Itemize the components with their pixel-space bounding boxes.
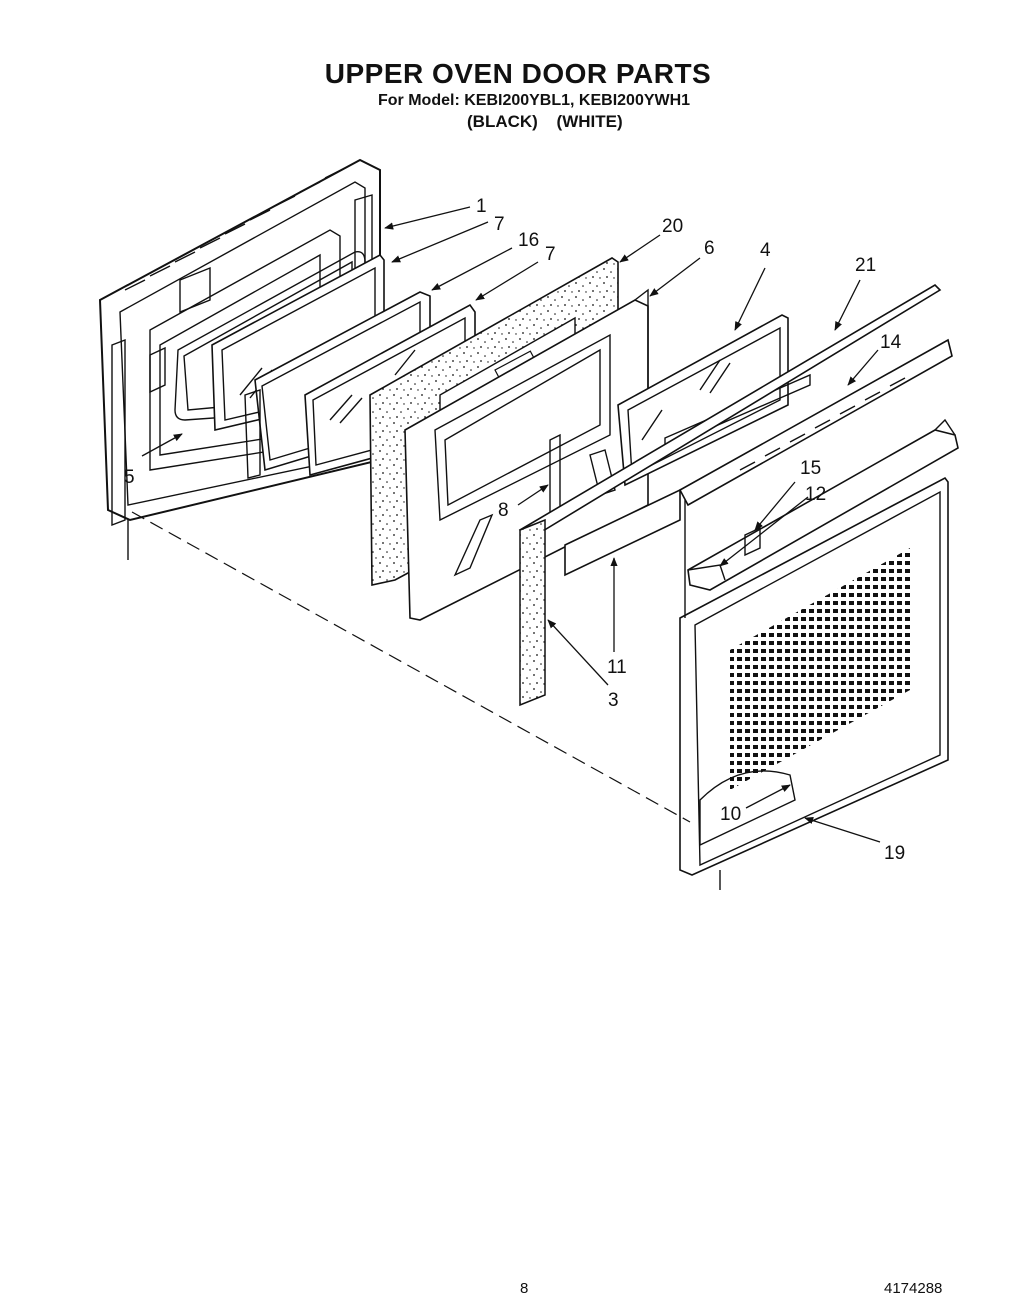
callout-1: 1 [476, 196, 487, 217]
callout-7a: 7 [494, 214, 505, 235]
callout-19: 19 [884, 843, 905, 864]
callout-7b: 7 [545, 244, 556, 265]
callout-4: 4 [760, 240, 771, 261]
callout-6: 6 [704, 238, 715, 259]
callout-11: 11 [607, 657, 627, 678]
callout-labels: 1 7 16 7 20 6 4 21 14 5 15 12 8 11 3 10 … [124, 196, 905, 864]
callout-20: 20 [662, 216, 683, 237]
document-number: 4174288 [884, 1280, 943, 1297]
color-variants: (BLACK) (WHITE) [467, 112, 623, 131]
callout-15: 15 [800, 458, 821, 479]
model-line: For Model: KEBI200YBL1, KEBI200YWH1 [378, 92, 691, 109]
callout-21: 21 [855, 255, 876, 276]
trim-strip [564, 488, 681, 577]
page-title: UPPER OVEN DOOR PARTS [324, 58, 712, 89]
callout-5: 5 [124, 467, 135, 488]
callout-3: 3 [608, 690, 619, 711]
page-number: 8 [520, 1280, 529, 1297]
callout-16: 16 [518, 230, 539, 251]
alignment-line [131, 511, 691, 823]
callout-12: 12 [805, 484, 826, 505]
insulation-strip [519, 518, 546, 707]
outer-door-panel [679, 476, 949, 890]
leader-lines [141, 206, 881, 843]
callout-14: 14 [880, 332, 902, 353]
callout-10: 10 [720, 804, 741, 825]
callout-8: 8 [498, 500, 509, 521]
